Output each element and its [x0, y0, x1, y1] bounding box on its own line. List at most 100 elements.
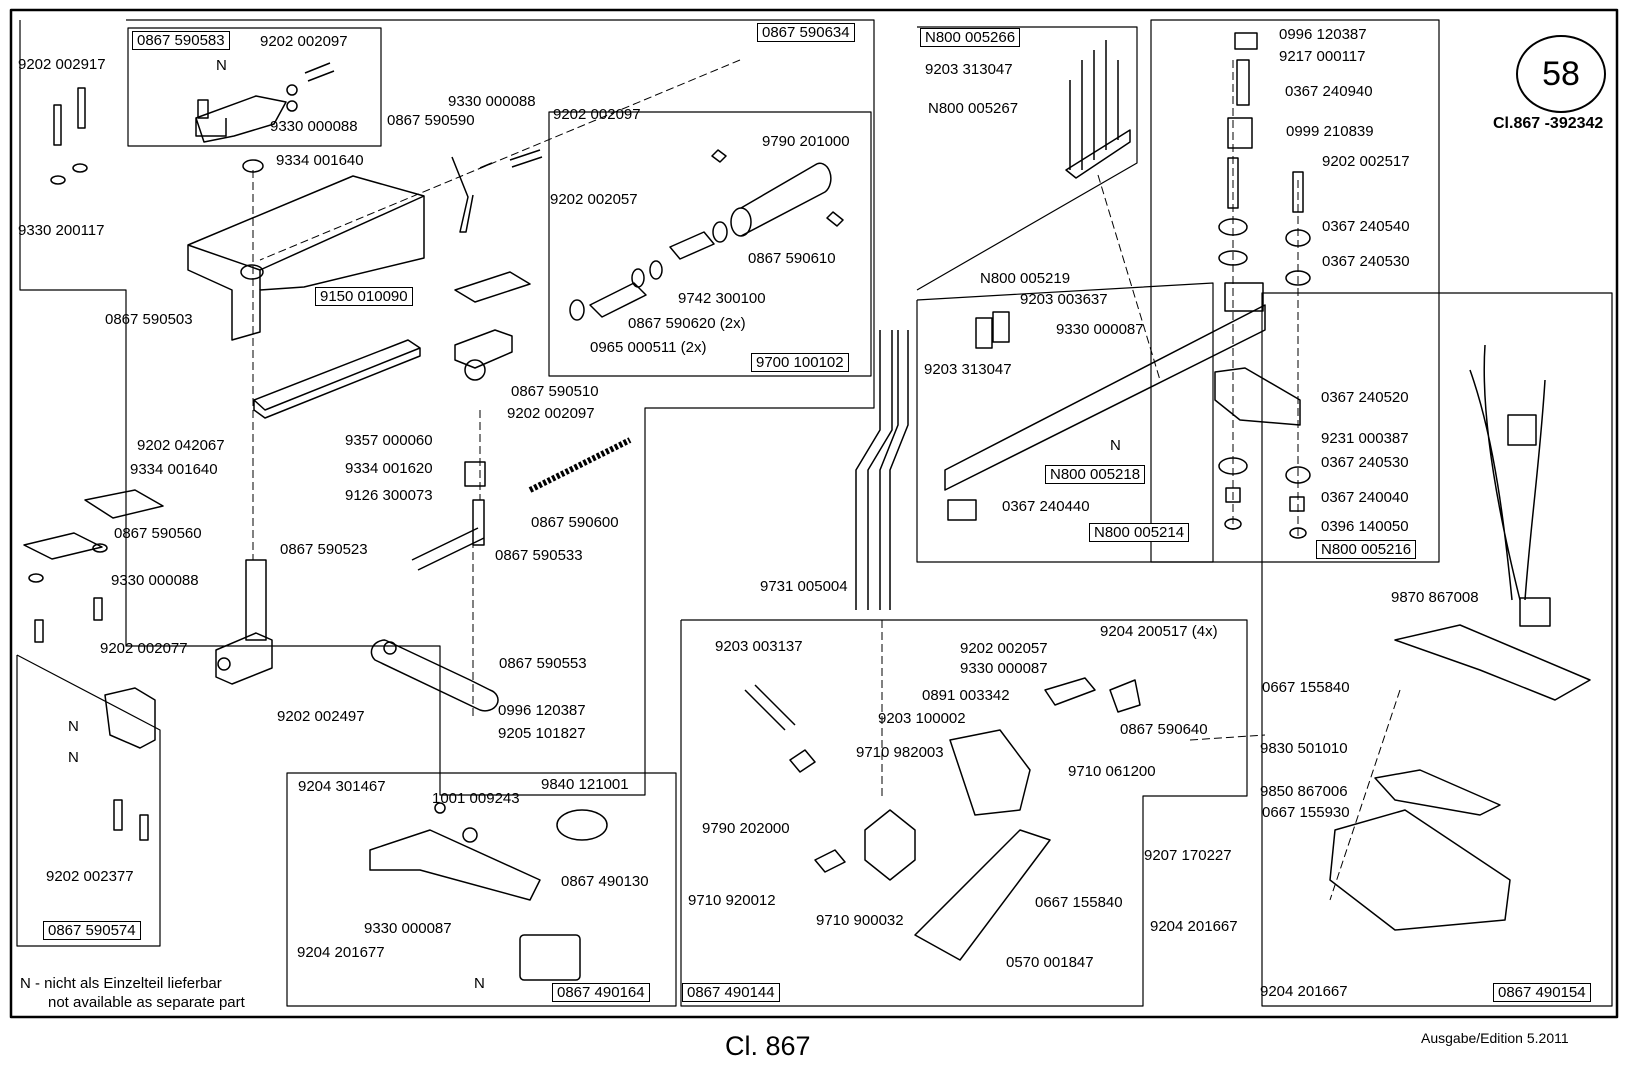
part-label: 9204 200517 (4x) — [1100, 623, 1218, 640]
control-box — [519, 934, 581, 981]
plate-part — [84, 489, 164, 519]
plate-part — [454, 329, 513, 369]
spring-part — [528, 437, 632, 493]
part-label: N — [216, 57, 227, 74]
part-label: 9204 301467 — [298, 778, 386, 795]
part-label: 9330 000087 — [364, 920, 452, 937]
group-outline-0867-490164 — [286, 772, 677, 1007]
part-label: 0996 120387 — [498, 702, 586, 719]
part-label: 0367 240530 — [1322, 253, 1410, 270]
part-label: 0867 590640 — [1120, 721, 1208, 738]
edition-label: Ausgabe/Edition 5.2011 — [1421, 1030, 1569, 1046]
part-label: N800 005219 — [980, 270, 1071, 287]
screw-part — [304, 62, 335, 82]
part-label: 9790 202000 — [702, 820, 790, 837]
block-part — [975, 317, 993, 349]
screw-part — [34, 619, 44, 643]
belt-part — [556, 809, 608, 841]
part-label: 0867 590533 — [495, 547, 583, 564]
part-label: 9710 982003 — [856, 744, 944, 761]
screw-part — [93, 597, 103, 621]
washer-part — [72, 163, 88, 173]
fitting-part — [711, 149, 844, 227]
part-label: 9203 003137 — [715, 638, 803, 655]
part-label: 0667 155840 — [1262, 679, 1350, 696]
pin-part — [1236, 59, 1250, 106]
part-label: 0367 240520 — [1321, 389, 1409, 406]
part-label: 9790 201000 — [762, 133, 850, 150]
part-label: 9202 002097 — [553, 106, 641, 123]
part-label: 0570 001847 — [1006, 954, 1094, 971]
part-label: N — [1110, 437, 1121, 454]
rail-part — [253, 339, 421, 419]
class-code: Cl.867 -392342 — [1493, 115, 1604, 132]
washer-part — [286, 84, 298, 96]
part-label: 9330 200117 — [18, 222, 105, 239]
part-label: 9203 313047 — [924, 361, 1012, 378]
part-label: 9742 300100 — [678, 290, 766, 307]
part-label: N — [68, 749, 79, 766]
part-label: 9330 000088 — [270, 118, 358, 135]
bracket-part — [195, 95, 287, 143]
group-outline-9700-100102 — [548, 111, 872, 377]
washer-part — [50, 175, 66, 185]
part-label: 0667 155930 — [1262, 804, 1350, 821]
part-label: 9202 042067 — [137, 437, 225, 454]
part-label: 0999 210839 — [1286, 123, 1374, 140]
drawing-frame — [9, 8, 1619, 1019]
part-label: 9205 101827 — [498, 725, 586, 742]
part-label: 9202 002097 — [260, 33, 348, 50]
cylinder-part — [669, 231, 715, 260]
part-label: 0867 490154 — [1493, 983, 1591, 1002]
part-label: 0867 590620 (2x) — [628, 315, 746, 332]
hole-part — [217, 657, 231, 671]
part-label: N800 005266 — [920, 28, 1021, 47]
washer-part — [462, 827, 478, 843]
block-part — [947, 499, 977, 521]
block-part — [992, 311, 1010, 343]
part-label: 0367 240530 — [1321, 454, 1409, 471]
part-label: 9710 900032 — [816, 912, 904, 929]
part-label: 0867 590634 — [757, 23, 855, 42]
part-label: 9203 003637 — [1020, 291, 1108, 308]
plate-part — [1374, 769, 1501, 816]
shaft-part — [472, 499, 485, 546]
plate-part — [454, 271, 531, 303]
part-label: 9202 002057 — [960, 640, 1048, 657]
cable-part — [1469, 344, 1546, 601]
part-label: N — [68, 718, 79, 735]
part-label: 0867 490164 — [552, 983, 650, 1002]
part-label: 9217 000117 — [1279, 48, 1366, 65]
screw-part — [77, 87, 86, 129]
part-label: 9150 010090 — [315, 287, 413, 306]
part-label: 9710 920012 — [688, 892, 776, 909]
cylinder-part — [740, 162, 832, 237]
plate-part — [914, 829, 1051, 961]
sleeve-part — [464, 461, 486, 487]
group-outline-0867-590583 — [127, 27, 382, 147]
screw-part — [53, 104, 62, 146]
part-label: 9700 100102 — [751, 353, 849, 372]
pin-holder — [1065, 129, 1131, 179]
ring-part — [569, 299, 585, 321]
part-label: 0996 120387 — [1279, 26, 1367, 43]
bearing-part — [464, 359, 486, 381]
valve-part — [949, 729, 1031, 816]
part-label: 9203 313047 — [925, 61, 1013, 78]
screw-part — [139, 814, 149, 841]
part-label: 0867 490130 — [561, 873, 649, 890]
part-label: 9334 001620 — [345, 460, 433, 477]
footer-title: Cl. 867 — [725, 1031, 811, 1061]
part-label: 0867 590583 — [132, 31, 230, 50]
part-label: 0367 240040 — [1321, 489, 1409, 506]
part-label: 0667 155840 — [1035, 894, 1123, 911]
washer-part — [286, 100, 298, 112]
part-label: 9334 001640 — [130, 461, 218, 478]
part-label: 9202 002057 — [550, 191, 638, 208]
part-label: 0867 590523 — [280, 541, 368, 558]
part-label: 0867 590553 — [499, 655, 587, 672]
bushing-part — [1289, 496, 1305, 512]
part-label: 0396 140050 — [1321, 518, 1409, 535]
part-label: 9840 121001 — [541, 776, 629, 793]
assembly-line — [1189, 734, 1266, 741]
